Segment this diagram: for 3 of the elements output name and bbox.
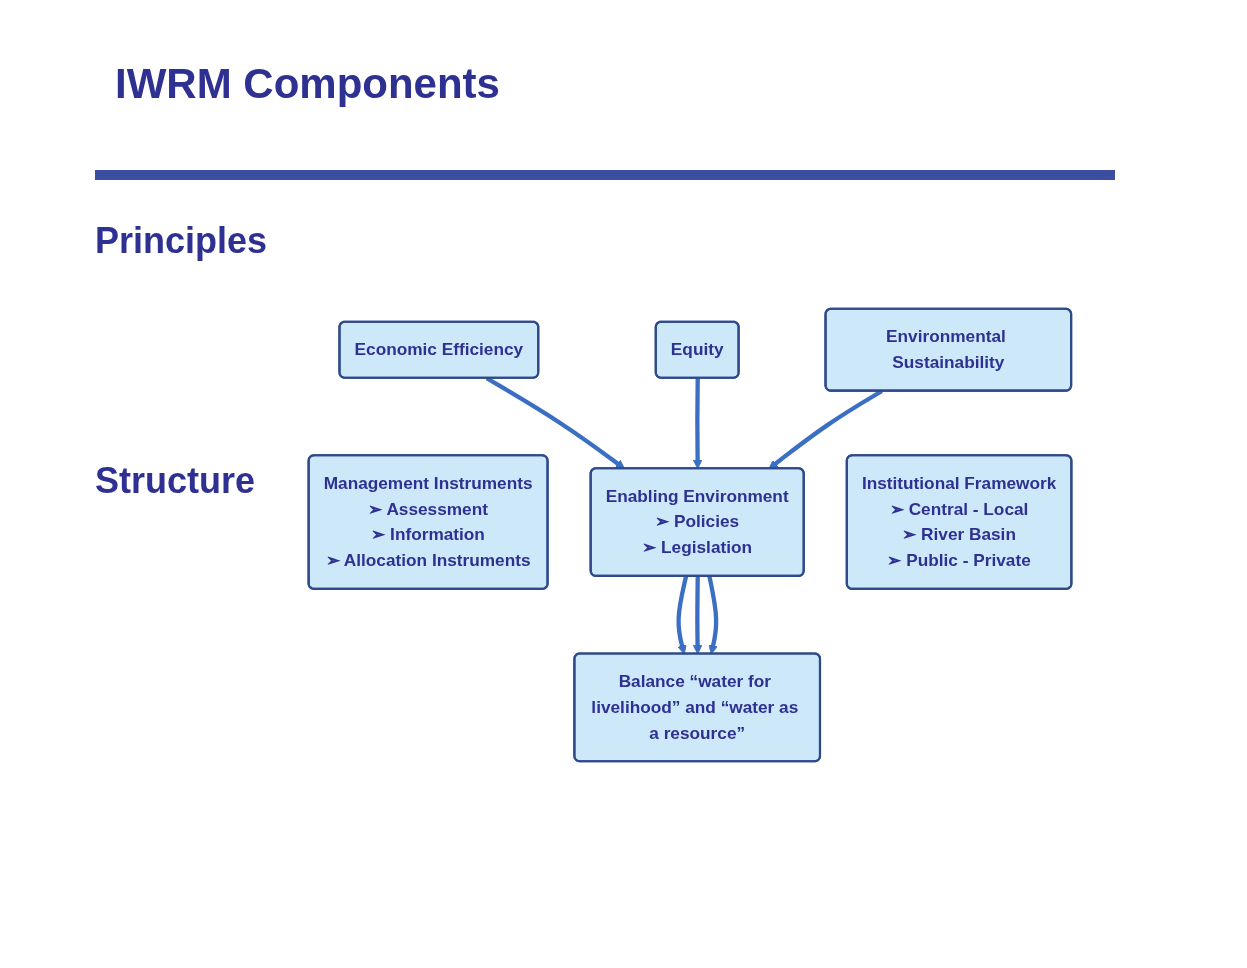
row-label: Structure — [95, 460, 256, 502]
diagram-title: IWRM Components — [115, 60, 500, 108]
row-label: Principles — [95, 220, 268, 262]
